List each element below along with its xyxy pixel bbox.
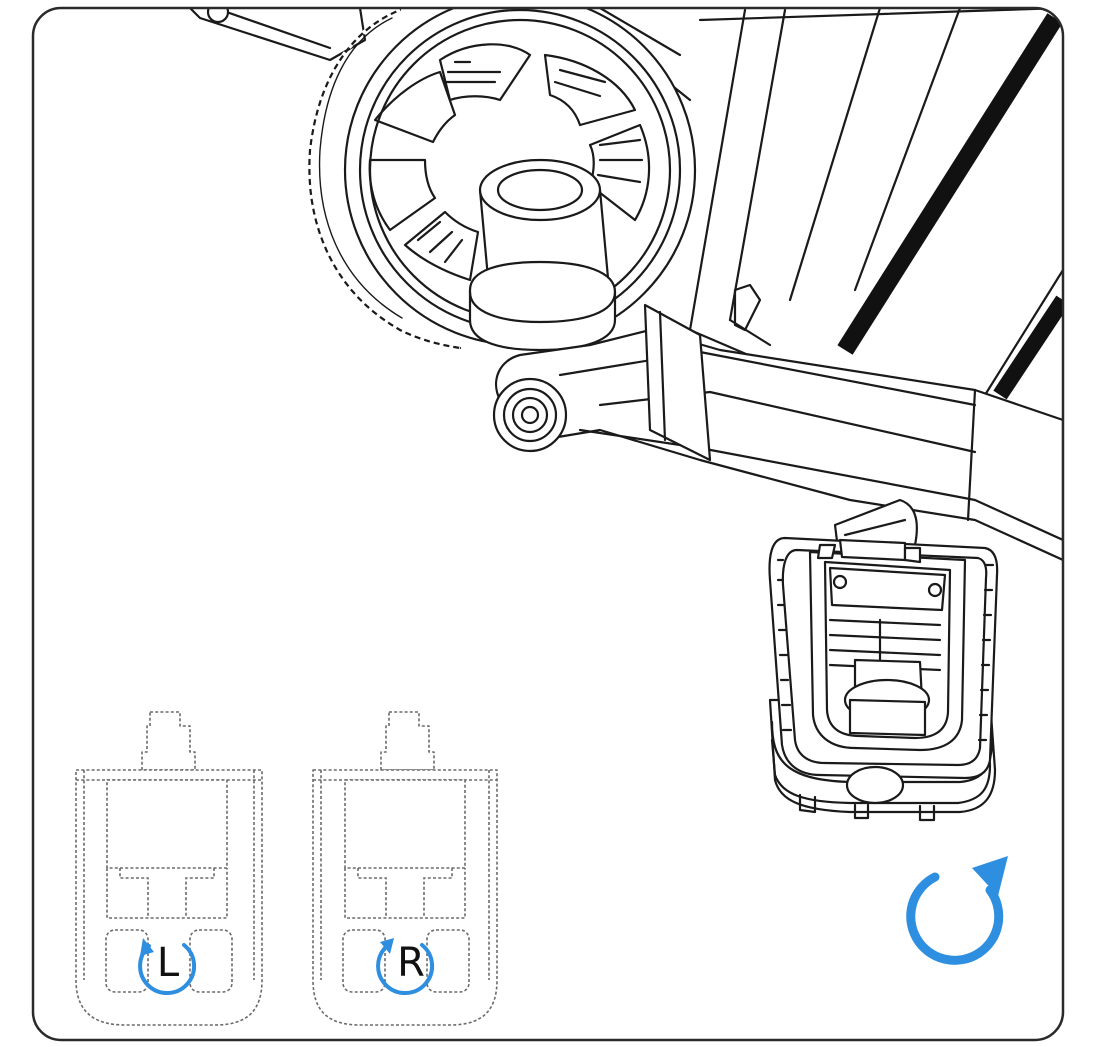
bike-illustration — [188, 8, 1063, 822]
panel-frame — [31, 6, 1065, 1042]
left-pedal-diagram: L — [75, 711, 263, 1026]
chain — [307, 8, 462, 350]
crank-arm — [492, 303, 1063, 567]
right-pedal-letter: R — [397, 940, 425, 986]
right-pedal-diagram: R — [312, 711, 498, 1026]
folding-pedal — [768, 536, 999, 822]
frame-tubes — [188, 8, 1063, 422]
bottom-bracket — [468, 158, 617, 352]
rotation-arrow-icon — [906, 856, 1008, 965]
left-pedal-letter: L — [157, 940, 180, 986]
